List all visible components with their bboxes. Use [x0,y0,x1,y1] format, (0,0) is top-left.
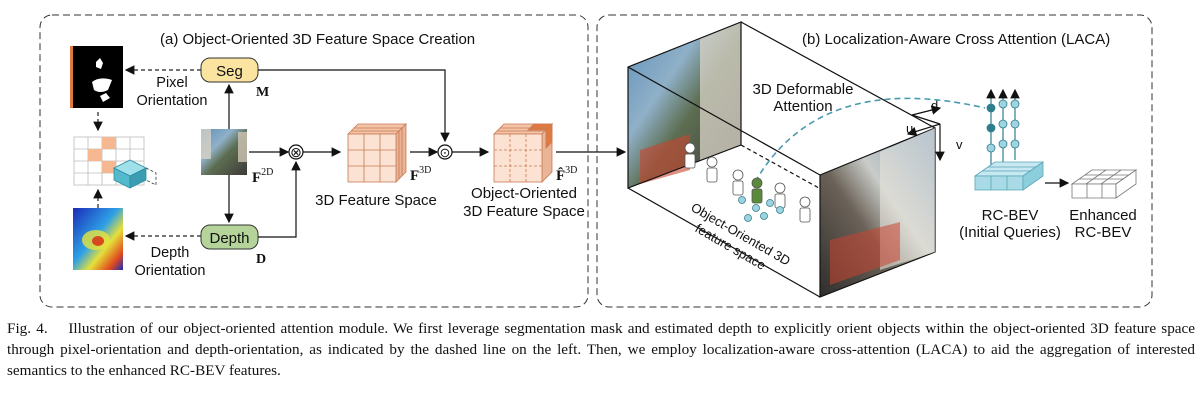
enhanced-line1: Enhanced [1069,207,1137,224]
input-image-f2d [201,129,247,175]
axis-v: v [956,137,963,152]
depth-label: Depth [209,230,249,247]
rcbev-line1: RC-BEV [982,207,1039,224]
oo-space-line2: 3D Feature Space [463,203,585,220]
architecture-diagram: (a) Object-Oriented 3D Feature Space Cre… [39,14,1153,308]
enhanced-rc-bev-grid [1070,169,1138,199]
f2d-symbol: F2D [252,167,273,186]
caption-text: Illustration of our object-oriented atte… [7,320,1196,379]
depth-orientation-line1: Depth [151,245,190,261]
rcbev-line2: (Initial Queries) [959,224,1061,241]
seg-label: Seg [216,63,243,80]
dot-symbol: ⊙ [440,145,451,160]
depth-map-image [73,208,123,270]
pixel-orientation-line2: Orientation [137,93,208,109]
deformable-line1: 3D Deformable [753,81,854,98]
depth-symbol-D: D [256,252,266,267]
figure-label: Fig. 4. [7,320,48,337]
object-figures [684,142,811,223]
rc-bev-grid [973,161,1045,191]
panel-a-title: (a) Object-Oriented 3D Feature Space Cre… [160,31,475,48]
axis-u: u [906,121,913,136]
pixel-orientation-line1: Pixel [156,75,187,91]
figure-caption: Fig. 4. Illustration of our object-orien… [7,318,1195,381]
back-camera-view [628,22,741,188]
depth-orientation-line2: Orientation [135,263,206,279]
fhat-symbol: F̂3D [556,165,577,184]
frustum-box [627,21,936,298]
f3d-symbol: F3D [410,165,431,184]
segmentation-mask-image [70,46,123,108]
deformable-line2: Attention [773,98,832,115]
front-camera-view [819,127,936,298]
oo-space-line1: Object-Oriented [471,185,577,202]
panel-b-frame [596,14,1153,308]
deformable-attention-arc [754,97,986,183]
orientation-grid [73,136,157,189]
attention-sample-points [738,196,784,222]
query-columns [986,88,1020,170]
panel-b-title: (b) Localization-Aware Cross Attention (… [802,31,1110,48]
seg-symbol-M: M [256,85,269,100]
panel-a-frame [39,14,589,308]
feature-space-label: 3D Feature Space [315,192,437,209]
feature-volume-f3d [347,123,407,183]
enhanced-line2: RC-BEV [1075,224,1132,241]
object-oriented-feature-volume [493,123,553,183]
uvd-axes [906,105,945,162]
axis-d: d [931,98,938,113]
multiply-symbol: ⊗ [290,144,302,160]
